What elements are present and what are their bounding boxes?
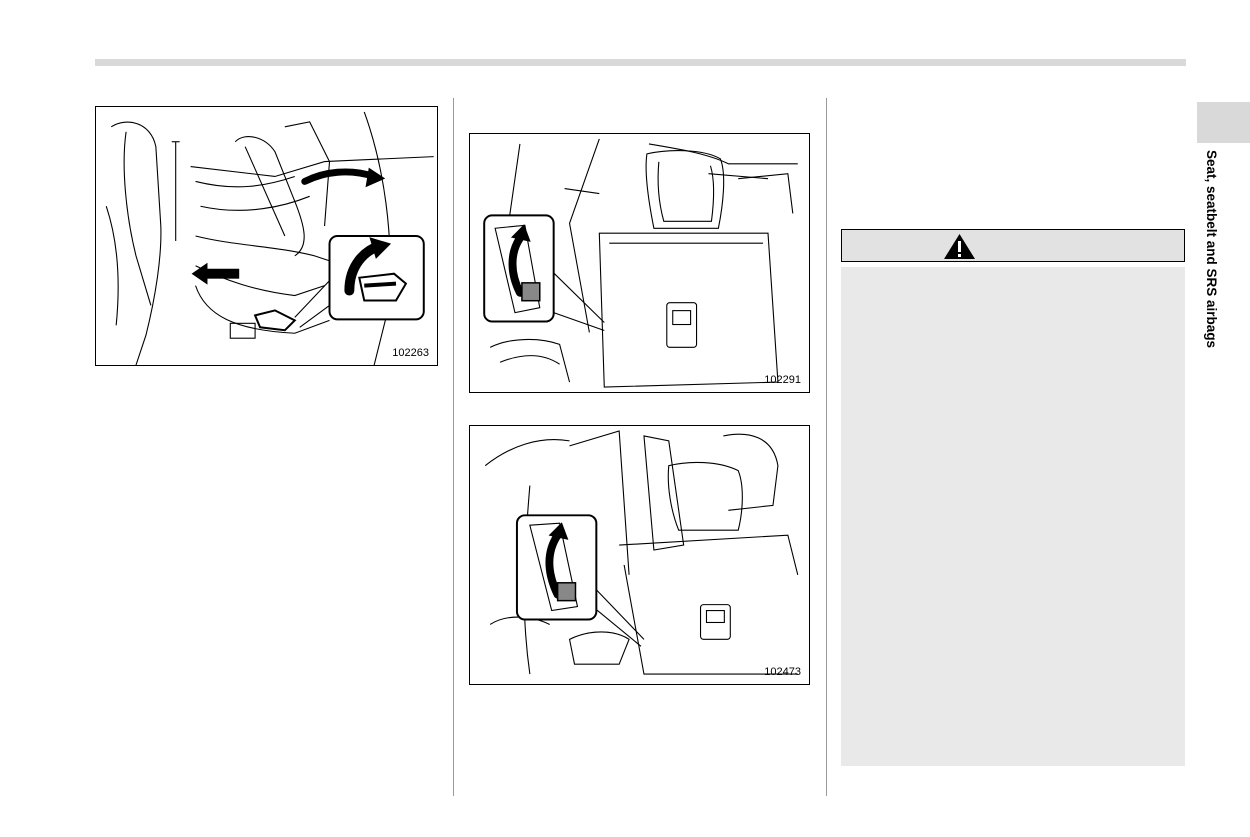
warning-header <box>841 229 1185 262</box>
column-divider-left <box>453 98 454 796</box>
column-divider-right <box>826 98 827 796</box>
warning-triangle-icon <box>944 234 975 259</box>
figure-seatback-lever-1: 102291 <box>469 133 810 393</box>
figure-seat-slide: 102263 <box>95 106 438 366</box>
seat-slide-illustration <box>105 111 434 365</box>
section-tab <box>1197 102 1250 143</box>
warning-body <box>841 267 1185 766</box>
header-rule <box>95 59 1186 66</box>
seatback-lever-illustration <box>483 138 798 388</box>
figure-seatback-lever-2: 102473 <box>469 425 810 685</box>
figure-number: 102263 <box>392 347 429 359</box>
figure-number: 102473 <box>764 666 801 678</box>
section-title: Seat, seatbelt and SRS airbags <box>1204 150 1219 349</box>
seatback-lever-illustration <box>484 430 799 675</box>
figure-number: 102291 <box>764 374 801 386</box>
